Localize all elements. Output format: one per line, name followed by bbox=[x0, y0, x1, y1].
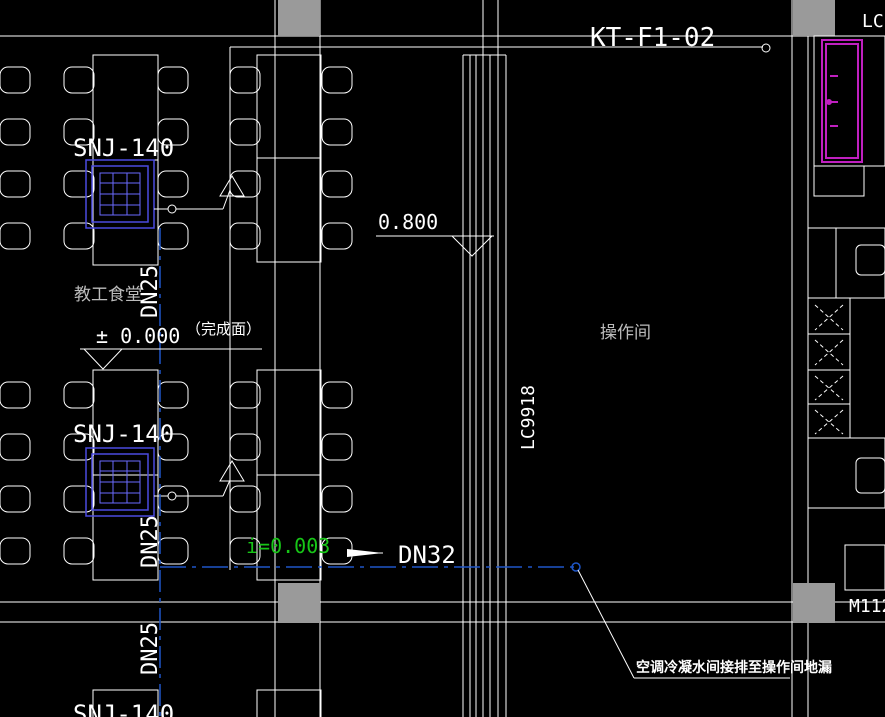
chair bbox=[63, 381, 95, 409]
kitchen-equipment bbox=[807, 35, 885, 591]
ac-unit-middle bbox=[85, 447, 245, 517]
chair bbox=[0, 537, 31, 565]
chair bbox=[63, 118, 95, 146]
column bbox=[793, 0, 835, 36]
chair bbox=[63, 485, 95, 513]
chairs bbox=[0, 66, 353, 565]
chair bbox=[63, 66, 95, 94]
chair bbox=[0, 485, 31, 513]
finish-surface-note: （完成面） bbox=[186, 320, 261, 338]
unit-label-middle: SNJ-140 bbox=[73, 420, 174, 448]
chair bbox=[321, 66, 353, 94]
room-name-operation-room: 操作间 bbox=[600, 323, 651, 343]
dining-furniture bbox=[92, 54, 322, 717]
chair bbox=[321, 170, 353, 198]
chair bbox=[321, 485, 353, 513]
column bbox=[278, 583, 320, 623]
equipment-tag-lc: LC1 bbox=[862, 11, 885, 32]
structural-columns bbox=[278, 0, 835, 623]
chair bbox=[157, 433, 189, 461]
pipe-size-dn25-lower: DN25 bbox=[138, 622, 163, 675]
ac-unit-upper bbox=[85, 159, 245, 229]
chair bbox=[0, 118, 31, 146]
window-tag-lc9918: LC9918 bbox=[518, 385, 539, 450]
room-name-staff-canteen: 教工食堂 bbox=[74, 285, 142, 305]
chair bbox=[63, 537, 95, 565]
chair bbox=[321, 433, 353, 461]
chair bbox=[157, 537, 189, 565]
chair bbox=[63, 222, 95, 250]
pipe-size-dn32: DN32 bbox=[398, 541, 456, 569]
unit-label-lower: SNJ-140 bbox=[73, 700, 174, 717]
drain-leader bbox=[577, 569, 635, 679]
column bbox=[278, 0, 320, 36]
elevation-mark-0800 bbox=[376, 235, 494, 257]
pipe-slope-label: i=0.003 bbox=[246, 534, 330, 558]
chair bbox=[0, 433, 31, 461]
chair bbox=[157, 170, 189, 198]
unit-label-upper: SNJ-140 bbox=[73, 134, 174, 162]
chair bbox=[63, 433, 95, 461]
chair bbox=[0, 381, 31, 409]
chair bbox=[229, 222, 261, 250]
chair bbox=[63, 170, 95, 198]
condensate-pipe bbox=[159, 228, 581, 717]
chair bbox=[0, 66, 31, 94]
drain-note: 空调冷凝水间接排至操作间地漏 bbox=[636, 659, 832, 676]
elevation-zero: ± 0.000 bbox=[96, 324, 180, 348]
chair bbox=[321, 222, 353, 250]
kt-route-line bbox=[229, 43, 771, 570]
chair bbox=[229, 381, 261, 409]
chair bbox=[157, 485, 189, 513]
pipe-size-dn25-middle: DN25 bbox=[138, 515, 163, 568]
chair bbox=[157, 118, 189, 146]
chair bbox=[157, 381, 189, 409]
elevation-mark-zero bbox=[80, 348, 262, 370]
chair bbox=[321, 381, 353, 409]
chair bbox=[229, 170, 261, 198]
chair bbox=[157, 66, 189, 94]
chair bbox=[321, 118, 353, 146]
chair bbox=[229, 66, 261, 94]
dining-table bbox=[92, 689, 159, 717]
dining-table bbox=[256, 689, 322, 717]
column bbox=[793, 583, 835, 623]
elevation-0800: 0.800 bbox=[378, 210, 438, 234]
chair bbox=[229, 118, 261, 146]
chair bbox=[229, 485, 261, 513]
equipment-magenta bbox=[821, 39, 863, 163]
kt-route-label: KT-F1-02 bbox=[590, 23, 715, 53]
chair bbox=[0, 222, 31, 250]
chair bbox=[229, 433, 261, 461]
pipe-size-dn25-upper: DN25 bbox=[138, 265, 163, 318]
chair bbox=[157, 222, 189, 250]
door-tag-m112: M112 bbox=[849, 596, 885, 617]
chair bbox=[0, 170, 31, 198]
